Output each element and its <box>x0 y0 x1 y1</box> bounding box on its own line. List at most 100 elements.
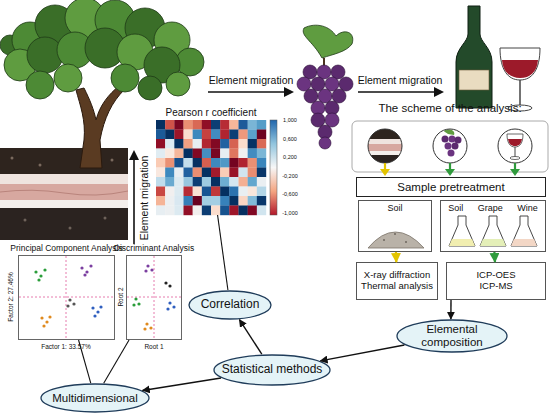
heatmap-cell <box>248 130 257 140</box>
grape-illustration <box>325 113 339 127</box>
scheme-icons <box>455 137 462 144</box>
heatmap-cell <box>193 196 202 206</box>
heatmap-cell <box>184 168 193 178</box>
da-scatter <box>150 268 153 271</box>
heatmap-cell <box>193 139 202 149</box>
heatmap-cell <box>229 139 238 149</box>
sample-icons <box>368 216 537 248</box>
pca-scatter <box>96 310 99 313</box>
heatmap-cell <box>211 158 220 168</box>
soil-profile <box>0 148 128 240</box>
da-plot: Discriminant Analysis <box>126 255 182 340</box>
node-text: Sample pretreatment <box>397 181 504 194</box>
sample-icons <box>480 239 506 246</box>
node-text: Wine <box>517 203 538 213</box>
pca-scatter <box>19 297 114 298</box>
scheme-icons <box>498 129 532 163</box>
heatmap-cell <box>184 120 193 130</box>
ellipse-outline <box>397 320 507 352</box>
plot-title: Discriminant Analysis <box>105 244 203 254</box>
heatmap-colorbar <box>270 120 277 215</box>
heatmap-cell <box>229 120 238 130</box>
grape-illustration <box>311 77 325 91</box>
heatmap-cell <box>257 139 266 149</box>
heatmap-cell <box>184 158 193 168</box>
flow-connector <box>320 345 404 361</box>
scheme-icons <box>433 129 467 163</box>
heatmap-cell <box>248 187 257 197</box>
pca-scatter <box>19 256 114 339</box>
scheme-icons <box>448 150 455 157</box>
scheme-icons <box>510 157 520 160</box>
heatmap-cell <box>156 206 165 216</box>
sample-icons <box>449 239 475 246</box>
pca-scatter <box>66 256 67 339</box>
heatmap-cell <box>248 177 257 187</box>
wine-illustration <box>519 80 521 106</box>
heatmap-cell <box>257 206 266 216</box>
soil-profile <box>24 219 27 222</box>
da-scatter <box>164 281 167 284</box>
heatmap-cell <box>211 206 220 216</box>
heatmap-cell <box>193 168 202 178</box>
heatmap-cell <box>220 177 229 187</box>
soil-profile <box>0 200 128 208</box>
heatmap-cell <box>211 168 220 178</box>
migration-arrow <box>434 87 444 97</box>
pca-scatter <box>93 314 96 317</box>
heatmap-cell <box>229 149 238 159</box>
heatmap-cell <box>193 120 202 130</box>
heatmap-cell <box>239 158 248 168</box>
heatmap-cell <box>202 158 211 168</box>
heatmap-cell <box>211 187 220 197</box>
da-scatter <box>127 256 181 339</box>
scheme-icons <box>498 129 532 163</box>
flow-connector <box>450 300 452 319</box>
heatmap-cell <box>174 158 183 168</box>
node-text: Statistical methods <box>222 363 323 376</box>
heatmap-cell <box>156 149 165 159</box>
da-scatter <box>144 269 147 272</box>
node-text: Correlation <box>201 298 260 311</box>
axis-label: Root 1 <box>144 344 163 351</box>
heatmap-cell <box>239 177 248 187</box>
heatmap-cell <box>165 149 174 159</box>
da-scatter <box>143 327 146 330</box>
step-ellipse: Statistical methods <box>213 354 331 386</box>
node-text: Soil <box>387 203 402 213</box>
heatmap-cell <box>193 187 202 197</box>
heatmap-cell <box>229 206 238 216</box>
pca-scatter <box>89 264 92 267</box>
grape-illustration <box>297 77 311 91</box>
heatmap-cell <box>165 187 174 197</box>
heatmap-cell <box>239 206 248 216</box>
node-text: X-ray diffraction <box>364 270 430 281</box>
migration-arrow <box>284 87 294 97</box>
heatmap-cell <box>156 158 165 168</box>
grape-illustration <box>325 77 339 91</box>
heatmap-cell <box>257 196 266 206</box>
heatmap-cell <box>184 177 193 187</box>
da-scatter <box>149 326 152 329</box>
node-text: Elemental composition <box>396 323 508 349</box>
da-scatter <box>146 264 149 267</box>
pca-scatter <box>83 273 86 276</box>
heatmap-cell <box>239 139 248 149</box>
heatmap-cell <box>211 130 220 140</box>
scheme-icons <box>449 136 456 143</box>
scheme-icons <box>368 129 402 165</box>
wine-illustration <box>502 60 538 78</box>
scheme-icons <box>368 129 402 163</box>
ellipse-outline <box>189 291 271 319</box>
heatmap-cell <box>156 177 165 187</box>
pca-scatter <box>34 270 37 273</box>
node-text: Multidimensional <box>52 392 138 405</box>
heatmap-colorbar <box>270 120 277 215</box>
node-text: Thermal analysis <box>361 281 433 292</box>
pca-scatter <box>68 298 71 301</box>
method-box: X-ray diffractionThermal analysis <box>356 262 438 300</box>
heatmap-cell <box>165 158 174 168</box>
da-scatter <box>168 301 171 304</box>
grapevine-illustration <box>0 0 204 168</box>
scheme-icons <box>352 121 548 172</box>
